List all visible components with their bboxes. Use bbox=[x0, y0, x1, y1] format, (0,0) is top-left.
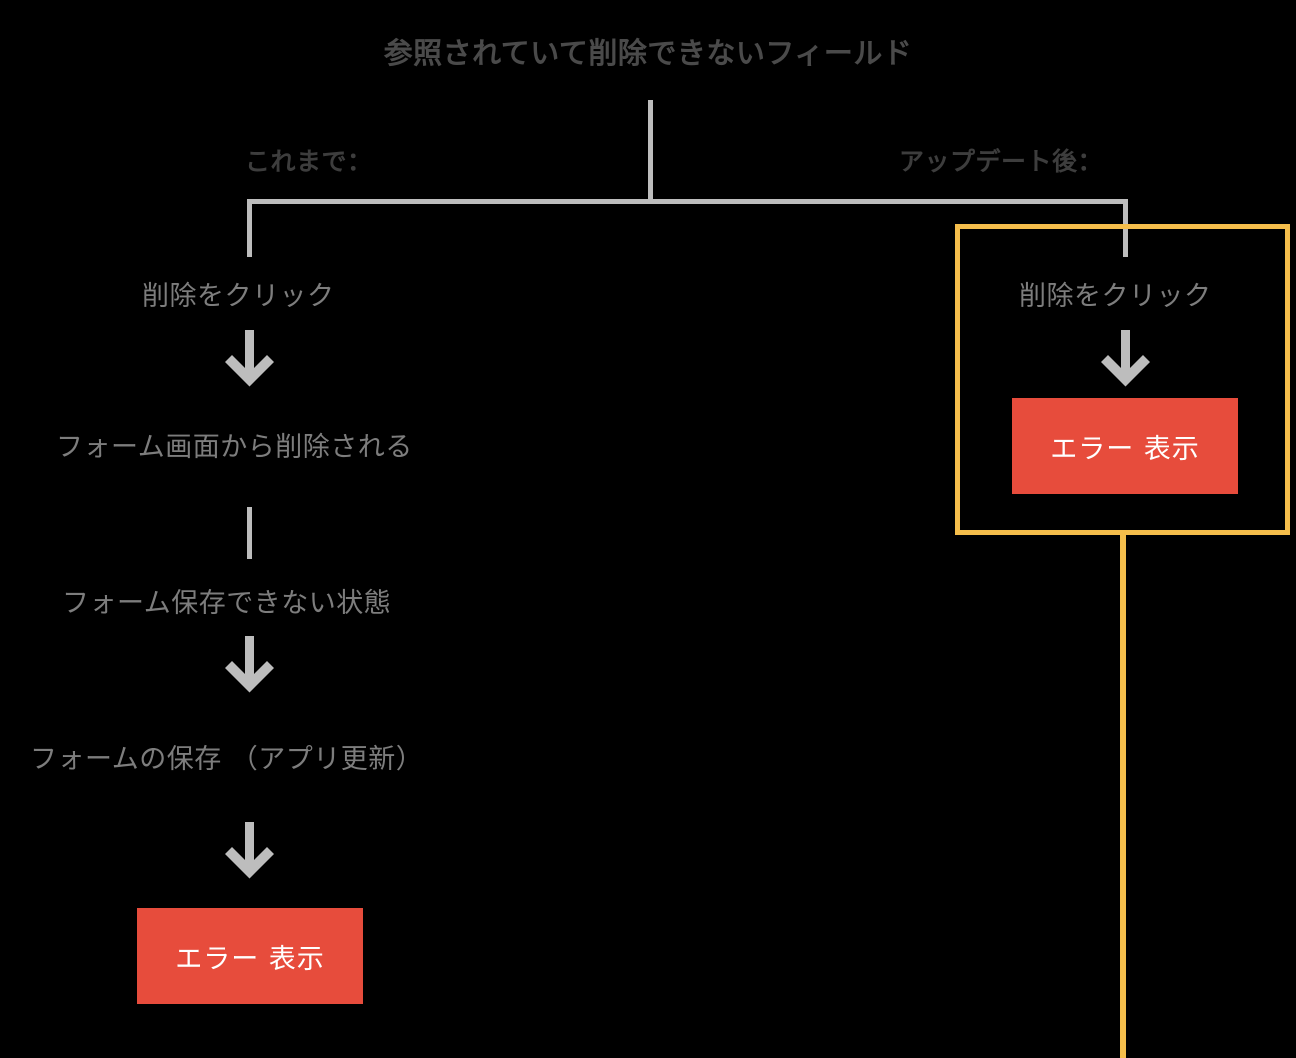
connector-left-stub bbox=[247, 199, 252, 257]
after-error-box: エラー 表示 bbox=[1012, 398, 1238, 494]
branch-heading-after: アップデート後： bbox=[899, 147, 1104, 176]
before-error-label: エラー 表示 bbox=[175, 943, 325, 975]
connector-right-stub bbox=[1123, 199, 1128, 257]
diagram-title: 参照されていて削除できないフィールド bbox=[383, 36, 913, 70]
arrow-down-icon bbox=[225, 636, 274, 693]
highlight-tail-line bbox=[1120, 530, 1126, 1058]
after-error-label: エラー 表示 bbox=[1050, 433, 1200, 465]
before-step-1-label: 削除をクリック bbox=[142, 281, 335, 312]
connector-root-vertical bbox=[648, 100, 653, 204]
before-error-box: エラー 表示 bbox=[137, 908, 363, 1004]
branch-heading-before: これまで： bbox=[245, 147, 373, 176]
after-step-1-label: 削除をクリック bbox=[1019, 281, 1212, 312]
before-step-4-label: フォームの保存 （アプリ更新） bbox=[30, 744, 424, 775]
before-step-2-label: フォーム画面から削除される bbox=[56, 432, 413, 463]
connector-before-step2-to-step3 bbox=[247, 507, 252, 559]
arrow-down-icon bbox=[1101, 330, 1150, 387]
before-step-3-label: フォーム保存できない状態 bbox=[62, 588, 392, 619]
arrow-down-icon bbox=[225, 330, 274, 387]
connector-split-horizontal bbox=[247, 199, 1128, 204]
arrow-down-icon bbox=[225, 822, 274, 879]
